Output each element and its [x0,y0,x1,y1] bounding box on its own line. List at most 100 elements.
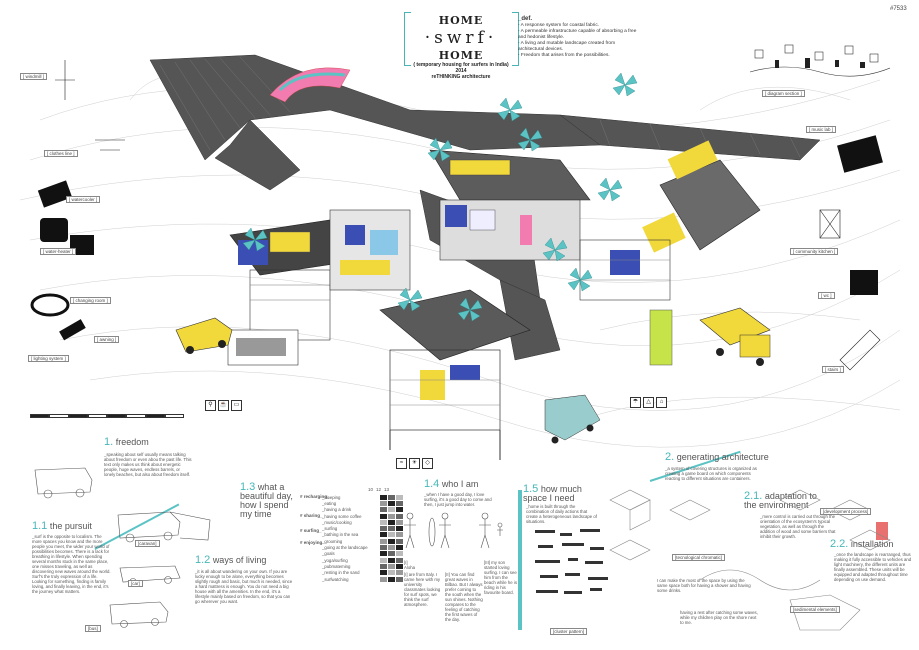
title-block: HOME ·swrf· HOME ( temporary housing for… [408,14,514,80]
tag-sharing: # sharing_ [300,513,323,518]
wave-icon: ≈ [396,458,407,469]
accent-bar-15 [518,490,522,630]
bed-icon: ▭ [231,400,242,411]
icon-row-center: ≈☀◇ [396,458,433,469]
title-line1: HOME [438,14,484,27]
tent-icon: ⌂ [656,397,667,408]
red-marker [876,522,888,540]
definition-head: _def. [518,16,533,22]
activity-row: _going at the landscape [322,544,418,551]
van [544,394,601,444]
windmills [242,72,638,322]
section-22-text: _once the landscape is rearranged, thus … [834,552,912,582]
label-windmill: [ windmill ] [20,73,48,80]
sun-icon: ☀ [409,458,420,469]
definition-item: - Freedom that arises from the possibili… [518,53,610,58]
activity-row: _grooming [322,538,418,544]
icon-row-right: ☂△⌂ [630,397,667,408]
quote-4: [III] my son started loving surfing. I c… [484,560,517,595]
title-bracket-right [512,12,519,66]
yellow-car [175,317,233,354]
section-14-text: _when I have a good day, I love surfing,… [424,492,492,507]
activity-row: _surfing [322,525,418,532]
title-sub3: reTHINKING architecture [431,74,491,80]
sheet-number: #7533 [890,6,907,12]
section-22-title: 2.2. installation [830,538,894,550]
activity-row: _yoga/surfing [322,557,418,563]
section-21-title: 2.1. adaptation to the environment [744,490,817,510]
board-icon: ◇ [422,458,433,469]
scale-bar [30,414,184,418]
label-changing-room: [ changing room ] [70,297,111,304]
title-line2: HOME [438,49,484,62]
section-15-title: 1.5 how much space I need [523,483,582,503]
activity-row: _music/cooking [322,519,418,525]
section-2-title: 2. generating architecture [665,451,769,463]
title-bracket-left [404,12,411,66]
quote-3: [II] You can find great waves in Bilbao.… [445,572,483,622]
cluster-pattern [535,529,608,594]
section-11-title: 1.1 the pursuit [32,520,92,532]
label-tecnological-chromatic: [tecnological chromatic] [672,554,726,561]
section-12-title: 1.2 ways of living [195,554,267,566]
mountain-icon: △ [643,397,654,408]
label-bus: [bus] [85,625,101,632]
side-components [30,135,883,341]
activity-row: _having some coffee [322,513,418,519]
label-cluster-pattern: [cluster pattern] [550,628,588,635]
center-top-module [429,149,591,261]
icon-row-left: ⚲☕▭ [205,400,242,411]
section-15-text: _home is built through the combination o… [526,504,597,524]
quote-2: [I] are from Italy. I came here with my … [404,572,441,607]
space-text-1: I can make the most of the space by usin… [657,578,751,593]
definition-block: _def. - A response system for coastal fa… [518,16,638,59]
label-awning: [ awning ] [94,336,120,343]
definition-item: - A living and mutable landscape created… [518,41,616,52]
space-text-2: having a rest after catching some waves,… [680,610,758,625]
definition-item: - A response system for coastal fabric. [518,23,600,28]
section-1-text: _speaking about self usually means talki… [104,452,192,477]
section-2-text: _a system of covering structures is orga… [665,466,757,481]
section-13-title: 1.3 what a beautiful day, how I spend my… [240,481,293,519]
yellow-truck [699,307,771,366]
title-swrf: ·swrf· [424,28,498,48]
activity-row: _bathing in the sea [322,532,418,538]
tag-recharging: # recharging_ [300,494,330,499]
development-sketches [609,489,891,631]
section-21-text: _mere control is carried out through the… [760,514,836,539]
label-sedimental-elements: [sedimental elements] [790,606,840,613]
activity-row: _sleeping [322,494,418,500]
label-development-process: [development process] [820,508,872,515]
label-watercooler: [ watercooler ] [66,196,101,203]
title-sub1: ( temporary housing for surfers in India… [413,62,509,68]
right-module [579,140,761,301]
label-stairs: [ stairs ] [822,366,844,373]
kite [269,67,351,103]
tag-enjoying: # enjoying [300,540,323,545]
label-car: [car] [128,580,143,587]
section-11-text: _surf is the opposite to localism. The m… [32,534,111,594]
label-lighting-system: [ lighting system ] [28,355,69,362]
activity-row: _goals [322,551,418,557]
section-1-title: 1. freedom [104,436,149,448]
diagram-section-label: [ diagram section ] [762,90,805,97]
title-sub2: 2014 [455,68,467,74]
mid-module [329,209,411,291]
quote-1: [I] Aloha [404,560,415,570]
activity-row: _eating [322,500,418,506]
activity-row: _having a drink [322,507,418,513]
green-block [649,309,673,366]
definition-item: - A permeable infrastructure capable of … [518,29,637,40]
shower-icon: ☂ [630,397,641,408]
diagram-section [749,44,891,77]
label-music-lab: [ music lab ] [806,126,837,133]
activity-row: _pubmateming [322,563,418,569]
vehicle-sketches [34,467,211,628]
tower-frames [55,60,881,371]
label-clothes-line: [ clothes line ] [44,150,78,157]
label-wc: [ wc ] [818,292,835,299]
label-community-kitchen: [ community kitchen ] [790,248,839,255]
label-water-heater: [ water-heater ] [40,248,77,255]
